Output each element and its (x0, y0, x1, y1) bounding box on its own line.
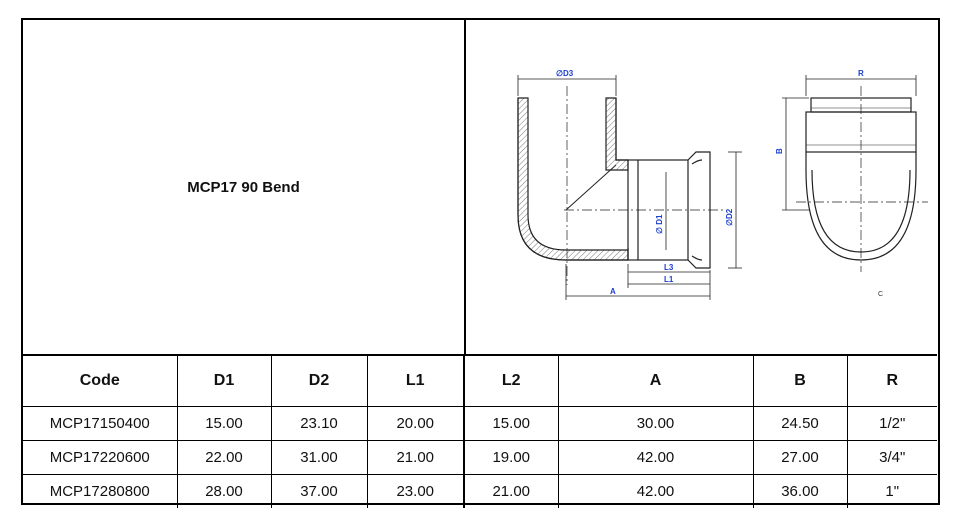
cell-code: MCP17280800 (23, 474, 178, 508)
cell-a: 30.00 (557, 406, 754, 441)
cell-l1: 20.00 (366, 406, 465, 441)
table-row: MCP17150400 15.00 23.10 20.00 15.00 30.0… (23, 406, 937, 441)
a-label: A (610, 287, 616, 296)
cell-a: 42.00 (557, 440, 754, 475)
c-label: C (878, 291, 883, 298)
header-d1: D1 (176, 354, 272, 407)
header-l2: L2 (463, 354, 559, 407)
dimensions-table: Code D1 D2 L1 L2 A B R MCP17150400 15.00… (23, 354, 937, 508)
header-a: A (557, 354, 754, 407)
cell-l1: 21.00 (366, 440, 465, 475)
d2-label: ∅D2 (725, 208, 734, 226)
cell-code: MCP17150400 (23, 406, 178, 441)
l3-label: L3 (664, 263, 674, 272)
l1-label: L1 (664, 275, 674, 284)
cell-d2: 31.00 (270, 440, 368, 475)
cell-d1: 15.00 (176, 406, 272, 441)
table-row: MCP17280800 28.00 37.00 23.00 21.00 42.0… (23, 474, 937, 508)
b-label: B (775, 148, 784, 154)
cell-l2: 21.00 (463, 474, 559, 508)
cell-l2: 19.00 (463, 440, 559, 475)
cell-a: 42.00 (557, 474, 754, 508)
cell-d1: 22.00 (176, 440, 272, 475)
elbow-end-view (796, 86, 928, 272)
header-d2: D2 (270, 354, 368, 407)
cell-d1: 28.00 (176, 474, 272, 508)
end-view-dimensions (782, 75, 917, 211)
elbow-dimensions (517, 75, 742, 300)
technical-drawing: ∅D3 ∅ D1 ∅D2 L3 L1 A (517, 69, 928, 300)
header-b: B (752, 354, 848, 407)
product-sheet: MCP17 90 Bend (21, 18, 940, 508)
technical-drawing-cell: ∅D3 ∅ D1 ∅D2 L3 L1 A (464, 20, 937, 354)
cell-code: MCP17220600 (23, 440, 178, 475)
cell-r: 1" (846, 474, 937, 508)
d1-label: ∅ D1 (655, 214, 664, 234)
cell-b: 24.50 (752, 406, 848, 441)
header-section: MCP17 90 Bend (23, 20, 937, 354)
header-l1: L1 (366, 354, 465, 407)
header-r: R (846, 354, 937, 407)
cell-l2: 15.00 (463, 406, 559, 441)
cell-l1: 23.00 (366, 474, 465, 508)
cell-d2: 37.00 (270, 474, 368, 508)
r-label: R (858, 69, 864, 78)
cell-b: 27.00 (752, 440, 848, 475)
d3-label: ∅D3 (556, 69, 574, 78)
cell-b: 36.00 (752, 474, 848, 508)
table-row: MCP17220600 22.00 31.00 21.00 19.00 42.0… (23, 440, 937, 475)
cell-r: 3/4" (846, 440, 937, 475)
header-code: Code (23, 354, 178, 407)
cell-r: 1/2" (846, 406, 937, 441)
table-header-row: Code D1 D2 L1 L2 A B R (23, 354, 937, 407)
title-cell: MCP17 90 Bend (23, 20, 464, 354)
product-title: MCP17 90 Bend (187, 178, 300, 196)
cell-d2: 23.10 (270, 406, 368, 441)
elbow-side-view (517, 86, 726, 285)
